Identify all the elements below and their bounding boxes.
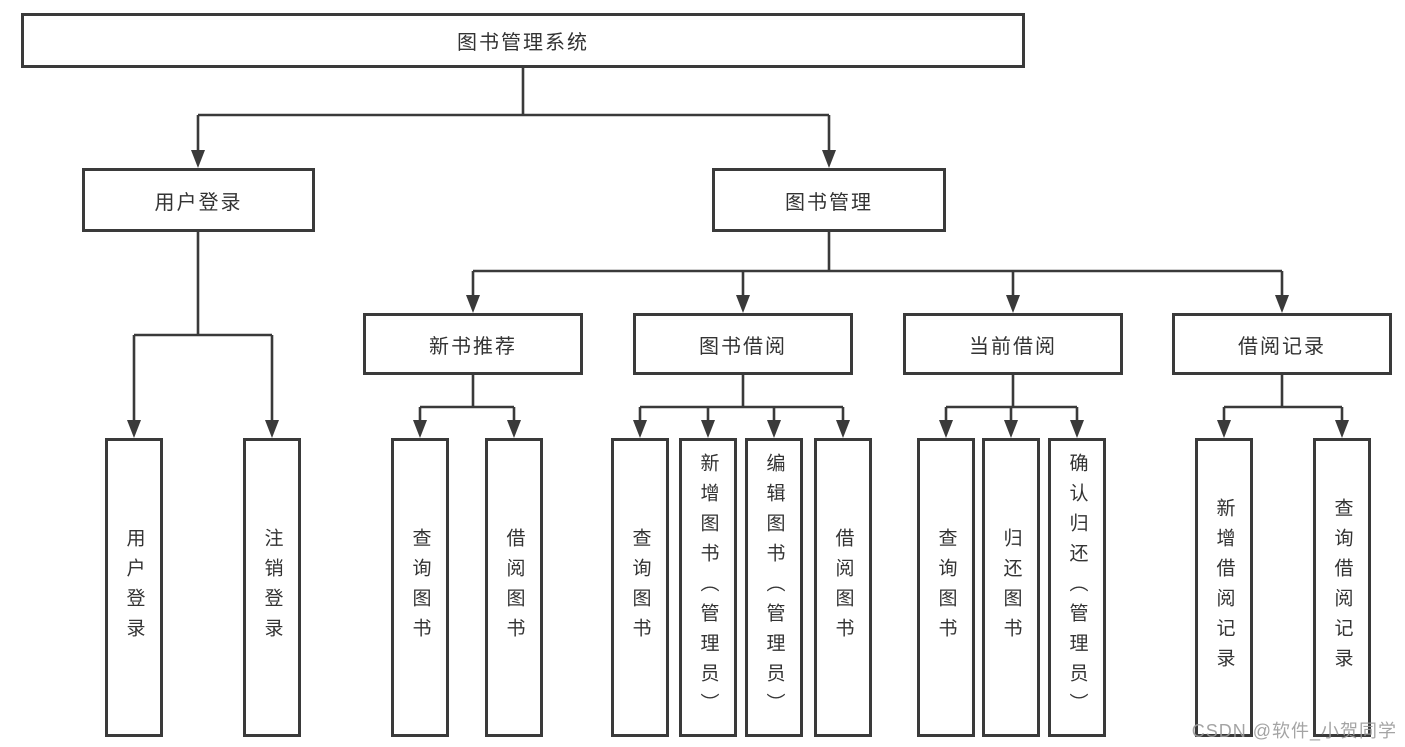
node-label: 新书推荐 — [429, 335, 517, 358]
node-label: 当前借阅 — [969, 335, 1057, 358]
node-borrowing-records: 借阅记录 — [1172, 313, 1392, 375]
leaf-logout: 注销登录 — [243, 438, 301, 737]
node-label: 图书借阅 — [699, 335, 787, 358]
node-book-management: 图书管理 — [712, 168, 946, 232]
leaf-label: 确认归还（管理员） — [1066, 452, 1088, 723]
leaf-label: 查询图书 — [409, 527, 431, 648]
node-new-book-recommendation: 新书推荐 — [363, 313, 583, 375]
leaf-return-books: 归还图书 — [982, 438, 1040, 737]
node-book-borrowing: 图书借阅 — [633, 313, 853, 375]
leaf-label: 查询图书 — [935, 527, 957, 648]
node-current-borrowing: 当前借阅 — [903, 313, 1123, 375]
leaf-label: 注销登录 — [261, 527, 283, 648]
leaf-label: 借阅图书 — [503, 527, 525, 648]
node-label: 用户登录 — [154, 191, 243, 214]
leaf-query-books-borrowing: 查询图书 — [611, 438, 669, 737]
leaf-label: 用户登录 — [123, 527, 145, 648]
node-label: 图书管理 — [785, 191, 873, 214]
leaf-label: 查询借阅记录 — [1331, 497, 1353, 678]
leaf-add-books-admin: 新增图书（管理员） — [679, 438, 737, 737]
leaf-query-books-current: 查询图书 — [917, 438, 975, 737]
csdn-watermark: CSDN @软件_小贺同学 — [1191, 721, 1397, 741]
node-label: 图书管理系统 — [457, 32, 589, 54]
leaf-borrow-books-newbooks: 借阅图书 — [485, 438, 543, 737]
leaf-label: 归还图书 — [1000, 527, 1022, 648]
leaf-user-login: 用户登录 — [105, 438, 163, 737]
leaf-label: 新增图书（管理员） — [697, 452, 719, 723]
leaf-add-borrow-record: 新增借阅记录 — [1195, 438, 1253, 737]
node-label: 借阅记录 — [1238, 335, 1326, 358]
node-user-login: 用户登录 — [82, 168, 315, 232]
leaf-label: 编辑图书（管理员） — [763, 452, 785, 723]
node-library-management-system: 图书管理系统 — [21, 13, 1025, 68]
leaf-edit-books-admin: 编辑图书（管理员） — [745, 438, 803, 737]
leaf-query-books-newbooks: 查询图书 — [391, 438, 449, 737]
leaf-label: 借阅图书 — [832, 527, 854, 648]
leaf-label: 新增借阅记录 — [1213, 497, 1235, 678]
leaf-label: 查询图书 — [629, 527, 651, 648]
leaf-query-borrow-record: 查询借阅记录 — [1313, 438, 1371, 737]
leaf-borrow-books-borrowing: 借阅图书 — [814, 438, 872, 737]
leaf-confirm-return-admin: 确认归还（管理员） — [1048, 438, 1106, 737]
